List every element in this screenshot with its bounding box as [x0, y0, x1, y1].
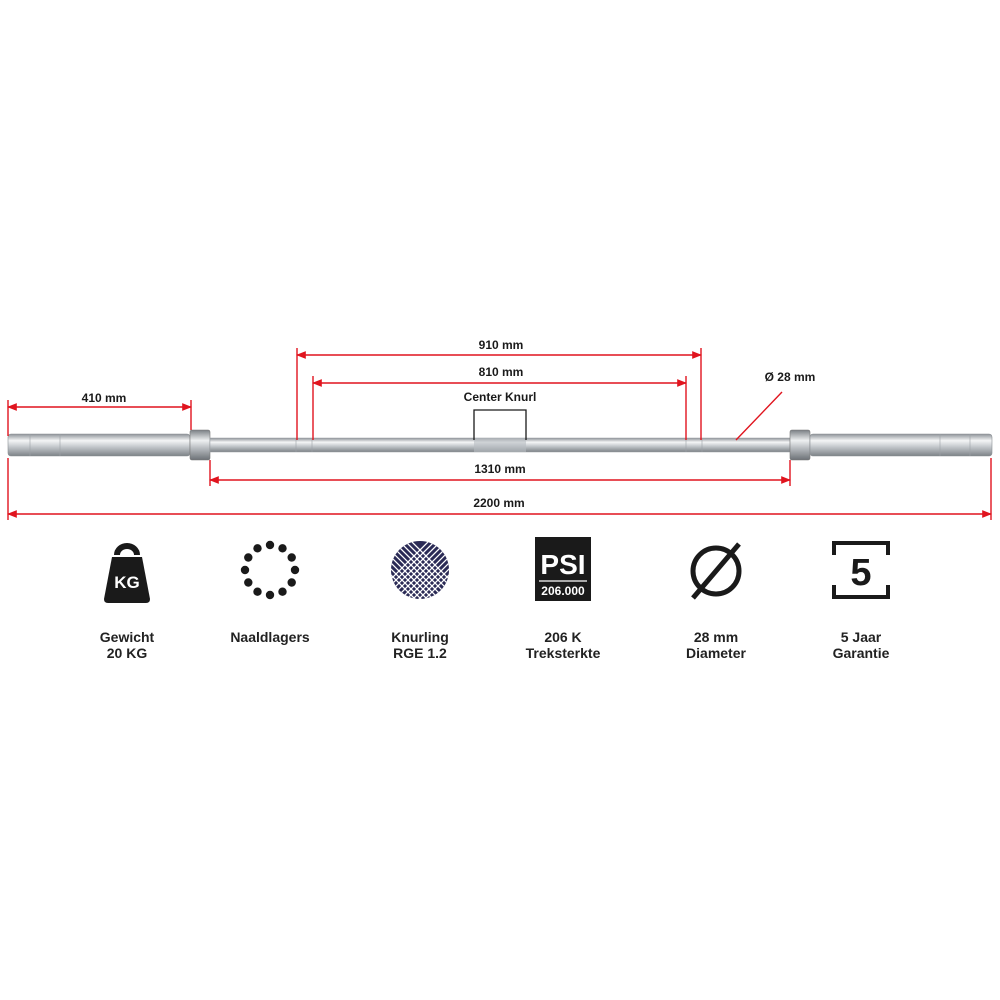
center-knurl-label: Center Knurl	[464, 390, 537, 404]
left-sleeve	[7, 433, 191, 457]
dimension-lines	[7, 348, 992, 520]
feature-tensile: PSI 206.000 206 K Treksterkte	[488, 535, 638, 661]
feature-knurling: Knurling RGE 1.2	[345, 535, 495, 661]
diameter-icon	[681, 535, 751, 605]
dim-910-label: 910 mm	[479, 338, 524, 352]
feature-tensile-line2: Treksterkte	[525, 645, 601, 661]
feature-tensile-line1: 206 K	[544, 629, 582, 645]
feature-warranty-line2: Garantie	[832, 645, 890, 661]
psi-badge-icon: PSI 206.000	[528, 535, 598, 605]
feature-weight-line1: Gewicht	[99, 629, 155, 645]
dim-810-label: 810 mm	[479, 365, 524, 379]
psi-badge-value: 206.000	[541, 584, 585, 598]
feature-warranty-line1: 5 Jaar	[840, 629, 882, 645]
warranty-5-icon: 5	[826, 535, 896, 605]
kettlebell-icon: KG	[92, 535, 162, 605]
barbell-diagram: 910 mm 810 mm Center Knurl 410 mm Ø 28 m…	[7, 338, 993, 520]
center-knurl-bracket	[473, 409, 527, 440]
feature-knurling-line1: Knurling	[391, 629, 449, 645]
bearing-circle-icon	[235, 535, 305, 605]
barbell	[7, 429, 993, 461]
right-sleeve	[809, 433, 993, 457]
feature-diameter-line2: Diameter	[686, 645, 746, 661]
left-collar	[189, 429, 211, 461]
feature-row: KG Gewicht 20 KG Naaldlagers	[0, 535, 1000, 675]
feature-warranty: 5 5 Jaar Garantie	[786, 535, 936, 661]
diameter-label: Ø 28 mm	[765, 370, 816, 384]
feature-weight: KG Gewicht 20 KG	[52, 535, 202, 661]
kettlebell-label: KG	[114, 573, 140, 592]
feature-bearings: Naaldlagers	[195, 535, 345, 645]
diameter-leader	[735, 391, 783, 441]
right-collar	[789, 429, 811, 461]
warranty-5-label: 5	[850, 552, 871, 594]
feature-diameter: 28 mm Diameter	[641, 535, 791, 661]
dim-2200-label: 2200 mm	[473, 496, 524, 510]
dim-1310-label: 1310 mm	[474, 462, 525, 476]
feature-knurling-line2: RGE 1.2	[393, 645, 447, 661]
center-knurl-zone	[474, 438, 526, 452]
feature-diameter-line1: 28 mm	[693, 629, 739, 645]
psi-badge-label: PSI	[540, 549, 585, 580]
dim-410-label: 410 mm	[82, 391, 127, 405]
feature-weight-line2: 20 KG	[106, 645, 148, 661]
knurl-pattern-icon	[385, 535, 455, 605]
feature-bearings-line1: Naaldlagers	[230, 629, 310, 645]
